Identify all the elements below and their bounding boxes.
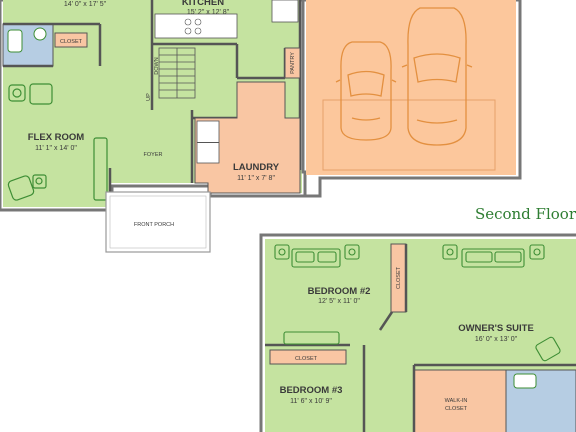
staircase xyxy=(158,47,196,99)
walk-in-label-line2: CLOSET xyxy=(445,406,468,412)
laundry-label: LAUNDRY xyxy=(233,162,280,173)
owners-suite-label: OWNER'S SUITE xyxy=(458,323,534,334)
kitchen-dims: 15' 2" x 12' 8" xyxy=(187,9,230,16)
owners-suite-furniture xyxy=(442,244,561,362)
sink-icon xyxy=(33,27,47,41)
laundry-dims: 11' 1" x 7' 8" xyxy=(237,175,275,182)
second-floor-walls xyxy=(265,244,576,432)
stair-down-label: DOWN xyxy=(154,57,160,74)
flex-room-dims: 11' 1" x 14' 0" xyxy=(35,145,77,152)
bedroom3-label: BEDROOM #3 xyxy=(280,385,343,396)
owners-suite-dims: 16' 0" x 13' 0" xyxy=(475,336,518,343)
foyer-label: FOYER xyxy=(144,152,163,158)
pantry-label: PANTRY xyxy=(290,52,296,74)
top-left-room-dims: 14' 0" x 17' 5" xyxy=(64,1,107,8)
flex-room-furniture xyxy=(7,83,108,201)
walk-in-label-line1: WALK-IN xyxy=(445,398,468,404)
bedroom2-label: BEDROOM #2 xyxy=(308,286,371,297)
toilet-icon xyxy=(7,29,23,53)
bedroom2-dims: 12' 5" x 11' 0" xyxy=(318,298,360,305)
sink-icon xyxy=(513,373,537,389)
bedroom2-furniture xyxy=(274,244,360,345)
walk-in-closet xyxy=(413,369,507,432)
car-left xyxy=(335,41,397,141)
car-right xyxy=(401,7,473,146)
bedroom3-dims: 11' 6" x 10' 9" xyxy=(290,398,332,405)
garage xyxy=(301,0,522,198)
closet-horizontal xyxy=(269,349,347,365)
kitchen-label: KITCHEN xyxy=(182,0,224,8)
first-floor-closet xyxy=(54,32,88,48)
closet-vertical-label: CLOSET xyxy=(396,266,402,289)
pantry xyxy=(284,47,301,79)
second-floor-plan: CLOSET CLOSET WALK-IN CLOSET xyxy=(259,233,576,432)
kitchen-counters xyxy=(154,0,299,39)
front-porch xyxy=(105,191,211,253)
flex-room-label: FLEX ROOM xyxy=(28,132,85,143)
closet-horizontal-label: CLOSET xyxy=(295,356,318,362)
first-floor-plan: CLOSET DOWN UP xyxy=(0,0,522,253)
laundry-room xyxy=(194,81,301,194)
closet-label: CLOSET xyxy=(60,39,83,45)
stair-up-label: UP xyxy=(146,93,152,101)
front-porch-label: FRONT PORCH xyxy=(134,222,174,228)
floor-heading: Second Floor xyxy=(475,205,576,223)
